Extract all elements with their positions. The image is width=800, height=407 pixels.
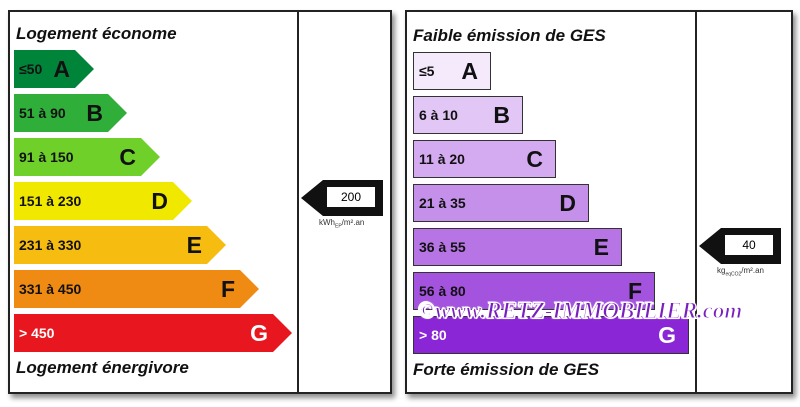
- class-letter: B: [86, 99, 103, 126]
- class-range: 91 à 150: [19, 149, 74, 165]
- class-letter: F: [220, 275, 235, 302]
- energy-title-top: Logement économe: [16, 24, 177, 43]
- energy-label-panel: Logement économe ≤50 A 51 à 90 B 91 à 150 C 15…: [8, 10, 392, 394]
- class-range: ≤5: [419, 63, 435, 79]
- class-letter: E: [593, 233, 609, 260]
- class-range: > 80: [419, 327, 447, 343]
- class-letter: A: [461, 57, 478, 84]
- class-letter: A: [53, 55, 70, 82]
- class-letter: C: [119, 143, 136, 170]
- energy-class-f: 331 à 450 F: [14, 270, 259, 308]
- panel-divider: [297, 12, 299, 392]
- class-range: 51 à 90: [19, 105, 66, 121]
- class-range: 151 à 230: [19, 193, 82, 209]
- class-range: > 450: [19, 325, 55, 341]
- ges-title-bottom: Forte émission de GES: [413, 360, 600, 379]
- ges-label-panel: Faible émission de GES ≤5 A 6 à 10 B 11 à 20…: [405, 10, 793, 394]
- ges-class-g: > 80 G: [413, 316, 689, 354]
- watermark: ©www.RETZ-IMMOBILIER.com: [417, 298, 743, 324]
- ges-class-f: 56 à 80 F: [413, 272, 655, 310]
- class-range: 36 à 55: [419, 239, 466, 255]
- panel-divider: [695, 12, 697, 392]
- energy-unit: kWhEP/m².an: [319, 218, 365, 230]
- ges-value: 40: [725, 235, 773, 255]
- ges-class-c: 11 à 20 C: [413, 140, 556, 178]
- energy-class-b: 51 à 90 B: [14, 94, 127, 132]
- class-range: 11 à 20: [419, 151, 465, 167]
- energy-title-bottom: Logement énergivore: [16, 358, 189, 377]
- class-range: 231 à 330: [19, 237, 82, 253]
- class-letter: D: [151, 187, 168, 214]
- class-range: 21 à 35: [419, 195, 466, 211]
- energy-class-g: > 450 G: [14, 314, 292, 352]
- class-letter: F: [627, 277, 642, 304]
- class-letter: G: [250, 319, 268, 346]
- energy-class-c: 91 à 150 C: [14, 138, 160, 176]
- class-range: 56 à 80: [419, 283, 466, 299]
- energy-class-d: 151 à 230 D: [14, 182, 192, 220]
- class-letter: D: [559, 189, 576, 216]
- class-letter: B: [493, 101, 510, 128]
- ges-unit: kgeqCO2/m².an: [717, 266, 764, 278]
- class-range: 6 à 10: [419, 107, 458, 123]
- class-letter: C: [526, 145, 543, 172]
- ges-class-e: 36 à 55 E: [413, 228, 622, 266]
- class-range: 331 à 450: [19, 281, 82, 297]
- ges-class-d: 21 à 35 D: [413, 184, 589, 222]
- class-range: ≤50: [19, 61, 43, 77]
- energy-value: 200: [327, 187, 375, 207]
- ges-title-top: Faible émission de GES: [413, 26, 606, 45]
- energy-class-a: ≤50 A: [14, 50, 94, 88]
- class-letter: G: [658, 321, 676, 348]
- energy-class-e: 231 à 330 E: [14, 226, 226, 264]
- ges-class-a: ≤5 A: [413, 52, 491, 90]
- ges-class-b: 6 à 10 B: [413, 96, 523, 134]
- class-letter: E: [186, 231, 202, 258]
